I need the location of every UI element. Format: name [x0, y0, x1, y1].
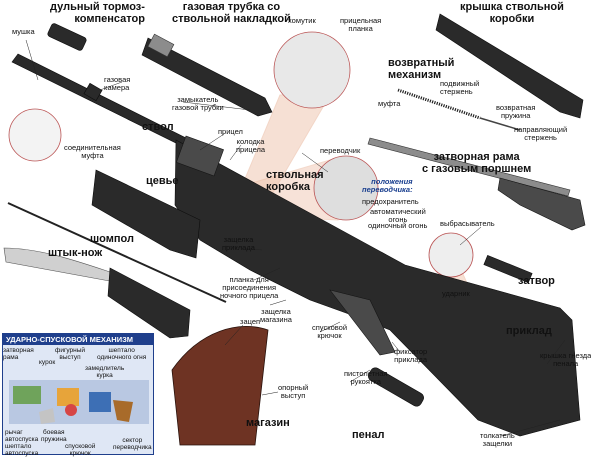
return-spring-part — [397, 88, 521, 131]
bayonet-part — [3, 247, 191, 339]
bolt-carrier-part — [367, 137, 586, 231]
label-auto-fire: автоматический огонь — [370, 207, 426, 224]
trigger-frame-label: затворная рама — [3, 347, 34, 361]
label-selector-positions: положения переводчика: — [362, 177, 413, 194]
trigger-mechanism-drawing — [9, 380, 149, 424]
label-selector: переводчик — [320, 146, 361, 155]
magazine-part — [171, 326, 269, 446]
label-drummer: ударник — [442, 289, 470, 298]
label-support: опорный выступ — [278, 383, 309, 400]
label-bolt: затвор — [518, 275, 555, 287]
label-stock-latch: защелка приклада — [222, 235, 255, 252]
label-stock-lock: фиксатор приклада — [394, 347, 428, 364]
trigger-lever-label: рычаг автоспуска — [5, 429, 39, 443]
muzzle-brake-part — [47, 23, 87, 51]
trigger-sear-auto-label: шептало автоспуска — [5, 443, 39, 457]
receiver-cover-part — [435, 13, 584, 119]
label-sight: прицел — [218, 127, 243, 136]
label-barrel: ствол — [142, 121, 174, 133]
ramrod-part — [7, 202, 227, 303]
label-guide-rod-fixed: направляющий стержень — [514, 125, 568, 142]
trigger-mechanism-title: УДАРНО-СПУСКОВОЙ МЕХАНИЗМ — [3, 334, 153, 345]
label-penal-latch: толкатель защелки — [480, 431, 515, 448]
label-forend: цевье — [146, 175, 179, 187]
label-penal-cover: крышка гнезда пенала — [540, 351, 591, 368]
trigger-main-spring-label: боевая пружина — [41, 429, 67, 443]
label-gas-tube: газовая трубка со ствольной накладкой — [172, 1, 291, 25]
label-magazine: магазин — [246, 417, 290, 429]
trigger-mechanism-inset: УДАРНО-СПУСКОВОЙ МЕХАНИЗМ затворная рама… — [2, 333, 154, 457]
label-night-sight: планка для присоединения ночного прицела — [220, 275, 279, 300]
label-mag-latch: защелка магазина — [260, 307, 292, 324]
label-gas-chamber: газовая камера — [104, 75, 131, 92]
trigger-hook-label: курок — [39, 359, 56, 366]
trigger-sector-label: сектор переводчика — [113, 437, 152, 451]
label-khomutik: хомутик — [288, 16, 316, 25]
trigger-trigger-label: спусковой крючок — [65, 443, 96, 457]
label-return-mech: возвратный механизм — [388, 57, 455, 81]
leader-lines — [25, 39, 566, 437]
trigger-sear-single-label: шептало одиночного огня — [97, 347, 147, 361]
label-muzzle-brake: дульный тормоз- компенсатор — [50, 1, 145, 25]
label-gas-tube-lock: замыкатель газовой трубки — [172, 95, 224, 112]
bolt-part — [483, 254, 533, 284]
forend-part — [91, 169, 201, 259]
label-ejector: выбрасыватель — [440, 219, 495, 228]
label-connecting-sleeve: соединительная муфта — [64, 143, 121, 160]
label-zatsep: зацеп — [240, 317, 261, 326]
label-pistol-grip: пистолетная рукоятка — [344, 369, 388, 386]
rifle-body — [11, 53, 581, 437]
label-guide-rod: подвижный стержень — [440, 79, 480, 96]
label-receiver: ствольная коробка — [266, 169, 324, 193]
label-stock: приклад — [506, 325, 552, 337]
label-bolt-carrier: затворная рама с газовым поршнем — [422, 151, 532, 175]
label-mushka: мушка — [12, 27, 35, 36]
label-bayonet: штык-нож — [48, 247, 103, 259]
trigger-retarder-label: замедлитель курка — [85, 365, 125, 379]
penal-part — [368, 367, 424, 407]
gas-tube-part — [141, 33, 273, 117]
label-sight-block: колодка прицела — [236, 137, 266, 154]
label-penal: пенал — [352, 429, 385, 441]
label-return-spring: возвратная пружина — [496, 103, 536, 120]
label-ramrod: шомпол — [90, 233, 134, 245]
label-sight-plate: прицельная планка — [340, 16, 382, 33]
label-mufta: муфта — [378, 99, 401, 108]
label-safety: предохранитель — [362, 197, 419, 206]
label-trigger-guard: спусковой крючок — [312, 323, 348, 340]
trigger-fig-ledge-label: фигурный выступ — [55, 347, 86, 361]
label-single-fire: одиночный огонь — [368, 221, 428, 230]
label-receiver-cover: крышка ствольной коробки — [460, 1, 564, 25]
